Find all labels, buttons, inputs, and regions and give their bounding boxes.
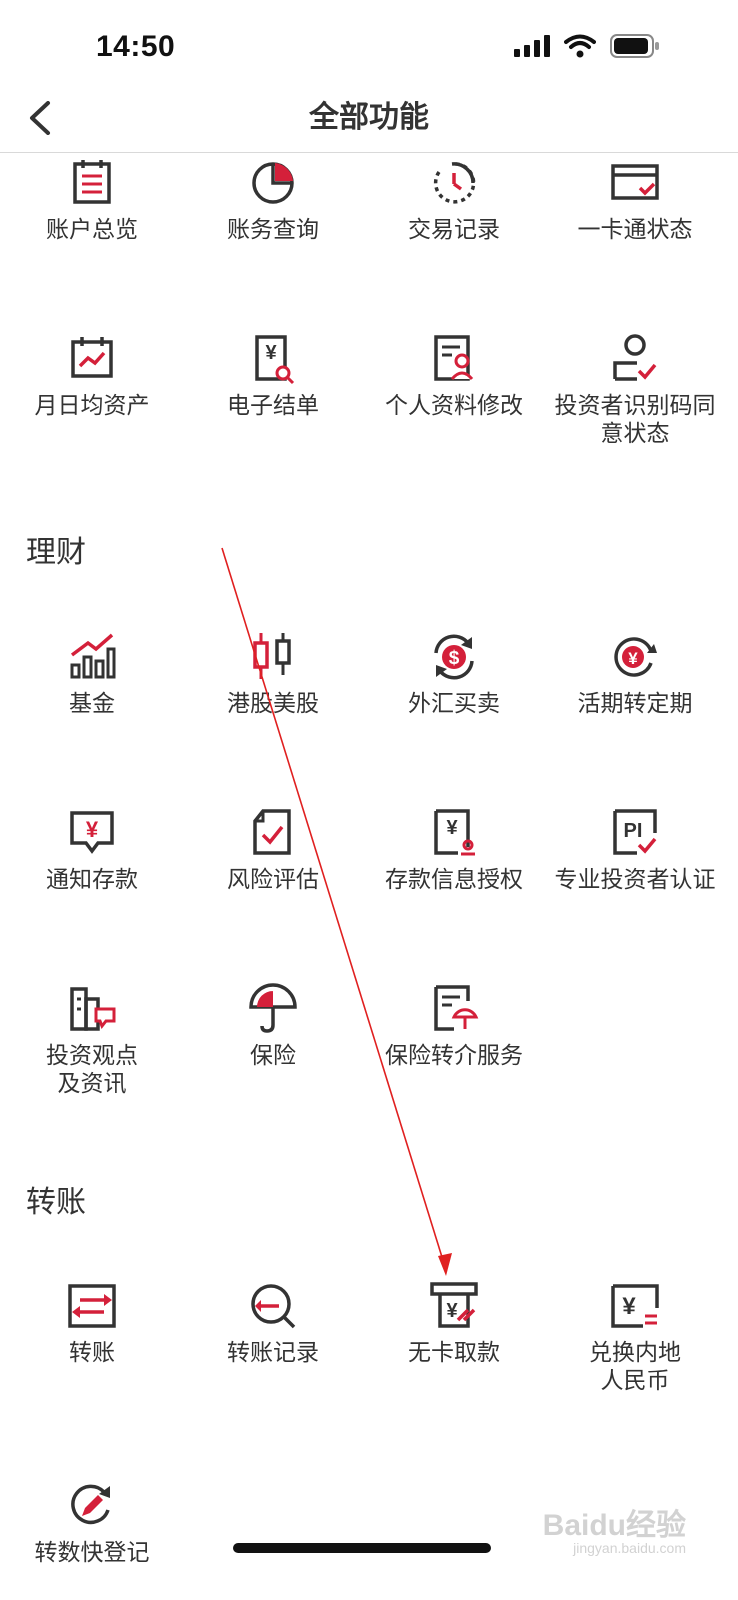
transfer-tile[interactable]: 转账记录 bbox=[181, 1280, 365, 1366]
wealth-tile[interactable]: $ 外汇买卖 bbox=[362, 631, 546, 717]
calendar-chart-icon bbox=[71, 337, 113, 378]
yen-authorize-icon: ¥ bbox=[434, 809, 475, 856]
svg-text:¥: ¥ bbox=[265, 342, 277, 364]
clipboard-list-icon bbox=[73, 160, 111, 204]
accounts-tile[interactable]: 月日均资产 bbox=[0, 333, 184, 419]
svg-text:¥: ¥ bbox=[622, 1293, 636, 1320]
wealth-tile-label: 存款信息授权 bbox=[385, 866, 523, 892]
edit-cycle-icon bbox=[71, 1484, 110, 1525]
wealth-tile-label: 活期转定期 bbox=[577, 690, 693, 716]
bar-trend-icon bbox=[70, 633, 116, 679]
transfer-tile[interactable]: 转数快登记 bbox=[0, 1480, 184, 1566]
accounts-tile[interactable]: ¥ 电子结单 bbox=[181, 333, 365, 419]
accounts-tile-label: 月日均资产 bbox=[34, 392, 150, 418]
accounts-tile-label: 账户总览 bbox=[46, 216, 138, 242]
wealth-tile-label: 保险 bbox=[250, 1042, 296, 1068]
transfer-tile-label: 转账记录 bbox=[227, 1339, 319, 1365]
wealth-tile[interactable]: 风险评估 bbox=[181, 807, 365, 893]
yen-message-icon: ¥ bbox=[70, 811, 114, 854]
user-check-icon bbox=[613, 334, 657, 381]
transfer-arrows-icon bbox=[68, 1284, 116, 1328]
accounts-tile-label: 账务查询 bbox=[227, 216, 319, 242]
accounts-tile-label: 投资者识别码同意状态 bbox=[554, 392, 716, 446]
battery-icon bbox=[610, 34, 659, 58]
transfer-tile-label: 兑换内地人民币 bbox=[589, 1339, 681, 1393]
transfer-tile-label: 无卡取款 bbox=[408, 1339, 500, 1365]
wealth-tile[interactable]: ¥ 活期转定期 bbox=[543, 631, 727, 717]
home-indicator[interactable] bbox=[233, 1543, 491, 1553]
building-message-icon bbox=[70, 987, 116, 1031]
wealth-tile[interactable]: ¥ 存款信息授权 bbox=[362, 807, 546, 893]
svg-text:¥: ¥ bbox=[86, 817, 99, 842]
document-umbrella-icon bbox=[434, 985, 479, 1031]
accounts-tile-label: 电子结单 bbox=[227, 392, 319, 418]
wealth-tile-label: 港股美股 bbox=[227, 690, 319, 716]
svg-text:¥: ¥ bbox=[446, 1300, 458, 1322]
wealth-tile-label: 通知存款 bbox=[46, 866, 138, 892]
wealth-tile-label: 保险转介服务 bbox=[385, 1042, 523, 1068]
transfer-tile-label: 转数快登记 bbox=[34, 1539, 150, 1565]
accounts-tile[interactable]: 交易记录 bbox=[362, 157, 546, 243]
status-icons bbox=[514, 34, 660, 58]
accounts-tile-label: 交易记录 bbox=[408, 216, 500, 242]
wealth-tile-label: 基金 bbox=[69, 690, 115, 716]
transfer-search-icon bbox=[251, 1284, 296, 1329]
wealth-tile-label: 投资观点及资讯 bbox=[46, 1042, 138, 1096]
yen-document-search-icon: ¥ bbox=[255, 335, 295, 385]
transfer-tile[interactable]: 转账 bbox=[0, 1280, 184, 1366]
accounts-tile[interactable]: 账户总览 bbox=[0, 157, 184, 243]
transfer-tile[interactable]: ¥ 无卡取款 bbox=[362, 1280, 546, 1366]
pi-check-icon: PI bbox=[613, 809, 657, 855]
pie-chart-icon bbox=[252, 162, 294, 204]
wealth-tile[interactable]: 保险 bbox=[181, 983, 365, 1069]
wealth-tile-label: 外汇买卖 bbox=[408, 690, 500, 716]
yen-cycle-icon: ¥ bbox=[614, 637, 657, 677]
accounts-tile-label: 个人资料修改 bbox=[385, 392, 523, 418]
profile-document-icon bbox=[434, 335, 474, 381]
wealth-tile[interactable]: ¥ 通知存款 bbox=[0, 807, 184, 893]
accounts-tile[interactable]: 投资者识别码同意状态 bbox=[543, 333, 727, 447]
status-time: 14:50 bbox=[96, 30, 176, 63]
dollar-exchange-icon: $ bbox=[434, 634, 474, 680]
umbrella-icon bbox=[249, 983, 297, 1033]
section-title-wealth: 理财 bbox=[26, 536, 86, 569]
atm-withdraw-icon: ¥ bbox=[430, 1282, 478, 1328]
function-list: 账户总览 账务查询 交易记录 一卡通状态月日均资产 ¥ 电子结单 个人资料修改 投资者识别码同… bbox=[0, 153, 738, 1600]
section-title-transfer: 转账 bbox=[26, 1186, 86, 1219]
wealth-tile-label: 专业投资者认证 bbox=[554, 866, 716, 892]
accounts-tile-label: 一卡通状态 bbox=[577, 216, 693, 242]
transfer-tile[interactable]: ¥ 兑换内地人民币 bbox=[543, 1280, 727, 1394]
watermark: Baidu经验 bbox=[542, 1509, 686, 1542]
candlestick-icon bbox=[253, 633, 291, 679]
accounts-tile[interactable]: 账务查询 bbox=[181, 157, 365, 243]
watermark-url: jingyan.baidu.com bbox=[573, 1540, 686, 1556]
wealth-tile[interactable]: PI 专业投资者认证 bbox=[543, 807, 727, 893]
signal-icon bbox=[514, 35, 550, 57]
wealth-tile-label: 风险评估 bbox=[227, 866, 319, 892]
status-bar: 14:50 bbox=[0, 0, 738, 96]
svg-text:¥: ¥ bbox=[446, 817, 458, 839]
wealth-tile[interactable]: 保险转介服务 bbox=[362, 983, 546, 1069]
page-title: 全部功能 bbox=[309, 101, 429, 134]
clock-history-icon bbox=[433, 162, 476, 204]
wealth-tile[interactable]: 投资观点及资讯 bbox=[0, 983, 184, 1097]
back-button[interactable] bbox=[18, 96, 62, 140]
accounts-tile[interactable]: 个人资料修改 bbox=[362, 333, 546, 419]
svg-text:¥: ¥ bbox=[628, 649, 638, 668]
yen-exchange-icon: ¥ bbox=[611, 1284, 659, 1328]
wealth-tile[interactable]: 港股美股 bbox=[181, 631, 365, 717]
document-check-icon bbox=[253, 809, 291, 855]
wifi-icon bbox=[564, 34, 596, 58]
chevron-left-icon bbox=[30, 101, 50, 135]
card-check-icon bbox=[611, 164, 659, 200]
svg-text:$: $ bbox=[449, 648, 460, 669]
nav-bar: 全部功能 bbox=[0, 96, 738, 153]
wealth-tile[interactable]: 基金 bbox=[0, 631, 184, 717]
accounts-tile[interactable]: 一卡通状态 bbox=[543, 157, 727, 243]
transfer-tile-label: 转账 bbox=[69, 1339, 115, 1365]
svg-text:PI: PI bbox=[624, 820, 643, 842]
